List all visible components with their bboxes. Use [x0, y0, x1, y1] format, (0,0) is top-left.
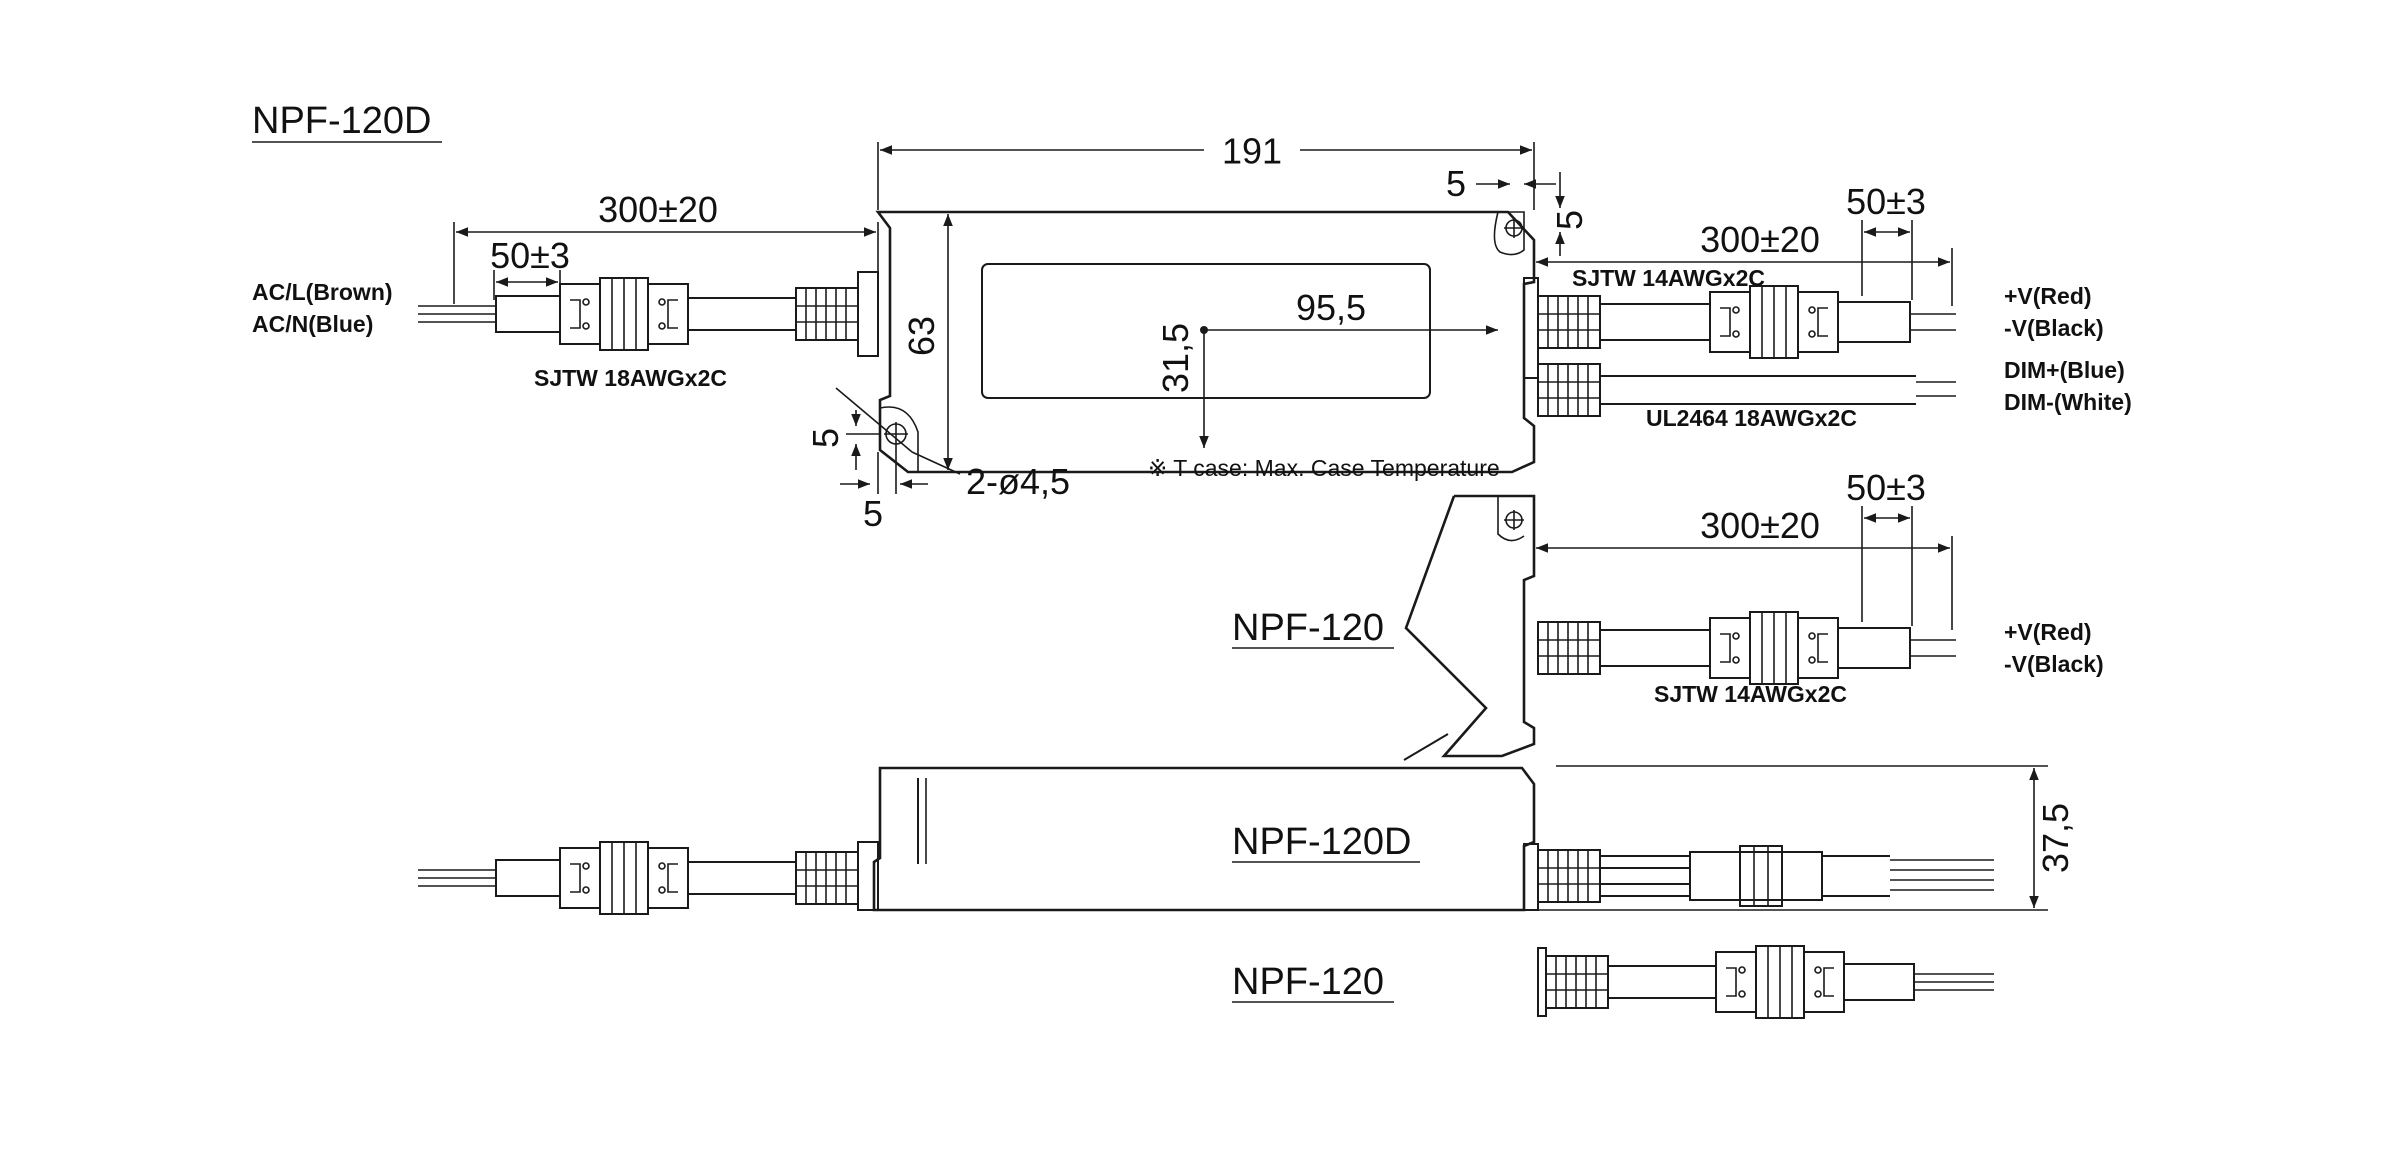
case-top-view: [875, 210, 1536, 474]
dim-tcase-y: 31,5: [1155, 323, 1196, 393]
label-mid-cable: SJTW 14AWGx2C: [1654, 681, 1847, 707]
label-dim-minus: DIM-(White): [2004, 389, 2132, 415]
label-v-plus: +V(Red): [2004, 283, 2092, 309]
case-side-view: [418, 766, 1994, 915]
dim-hole-bottom-x: 5: [863, 493, 883, 534]
case-detail-npf120: [1403, 494, 1956, 761]
dim-length: 191: [1222, 131, 1282, 172]
label-input-cable: SJTW 18AWGx2C: [534, 365, 727, 391]
case-side-npf120: [1537, 945, 1994, 1019]
dim-holes: 2-ø4,5: [966, 461, 1070, 502]
dim-input-strip-length: 50±3: [490, 235, 570, 276]
title-top-model: NPF-120D: [252, 100, 432, 142]
dim-input-cable-length: 300±20: [598, 189, 718, 230]
label-v-minus: -V(Black): [2004, 315, 2104, 341]
tcase-note: ※ T case: Max. Case Temperature: [1148, 455, 1500, 481]
label-dim-cable: UL2464 18AWGx2C: [1646, 405, 1857, 431]
dim-mid-cable-length: 300±20: [1700, 505, 1820, 546]
label-output-cable: SJTW 14AWGx2C: [1572, 265, 1765, 291]
dim-width: 63: [901, 316, 942, 356]
dim-hole-bottom-y: 5: [805, 428, 846, 448]
title-side-model: NPF-120: [1232, 961, 1384, 1003]
title-mid-model: NPF-120: [1232, 607, 1384, 649]
label-mid-v-plus: +V(Red): [2004, 619, 2092, 645]
dim-cable-top: [1537, 363, 1956, 417]
label-ac-l: AC/L(Brown): [252, 279, 393, 305]
label-dim-plus: DIM+(Blue): [2004, 357, 2125, 383]
label-mid-v-minus: -V(Black): [2004, 651, 2104, 677]
dim-output-cable-length: 300±20: [1700, 219, 1820, 260]
dim-hole-top-y: 5: [1549, 210, 1590, 230]
label-ac-n: AC/N(Blue): [252, 311, 373, 337]
input-cable: [418, 271, 879, 357]
title-side-model-d: NPF-120D: [1232, 821, 1412, 863]
dim-hole-top-x: 5: [1446, 163, 1466, 204]
dim-mid-strip-length: 50±3: [1846, 467, 1926, 508]
output-cable-top: [1523, 277, 1956, 379]
dim-tcase-x: 95,5: [1296, 287, 1366, 328]
dim-height: 37,5: [2035, 803, 2076, 873]
dim-output-strip-length: 50±3: [1846, 181, 1926, 222]
